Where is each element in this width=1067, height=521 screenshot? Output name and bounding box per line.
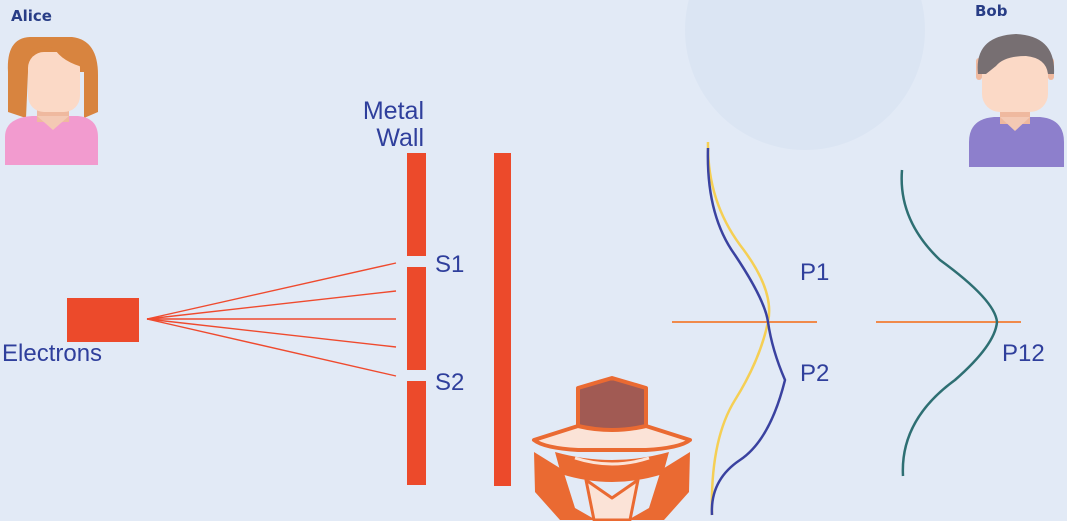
ray-1 (146, 262, 397, 320)
p12-curve (900, 169, 999, 477)
electron-rays (146, 262, 397, 377)
bob-name: Bob (975, 2, 1008, 20)
alice-avatar-icon (5, 37, 99, 165)
slit-2-label: S2 (435, 369, 465, 396)
p1-curve (706, 141, 771, 516)
spy-hat-icon (532, 376, 692, 521)
p2-curve (706, 147, 787, 516)
metal-wall-label-line1: Metal (362, 97, 424, 125)
p2-label: P2 (800, 360, 830, 387)
electron-source (67, 298, 139, 342)
wall-segment-middle (407, 267, 426, 370)
metal-wall-label-line2: Wall (376, 124, 424, 152)
p1-label: P1 (800, 259, 830, 286)
metal-wall (407, 153, 426, 485)
wall-segment-bottom (407, 381, 426, 485)
background-circle (685, 0, 925, 150)
p12-label: P12 (1002, 340, 1045, 367)
detection-screen (494, 153, 511, 486)
ray-4 (146, 318, 397, 348)
wall-segment-top (407, 153, 426, 256)
alice-name: Alice (11, 7, 52, 25)
ray-2 (146, 290, 397, 320)
electrons-label: Electrons (2, 340, 103, 367)
ray-5 (146, 318, 397, 377)
metal-wall-label: Metal Wall (340, 98, 424, 152)
slit-1-label: S1 (435, 251, 465, 278)
bob-avatar-icon (969, 34, 1064, 167)
